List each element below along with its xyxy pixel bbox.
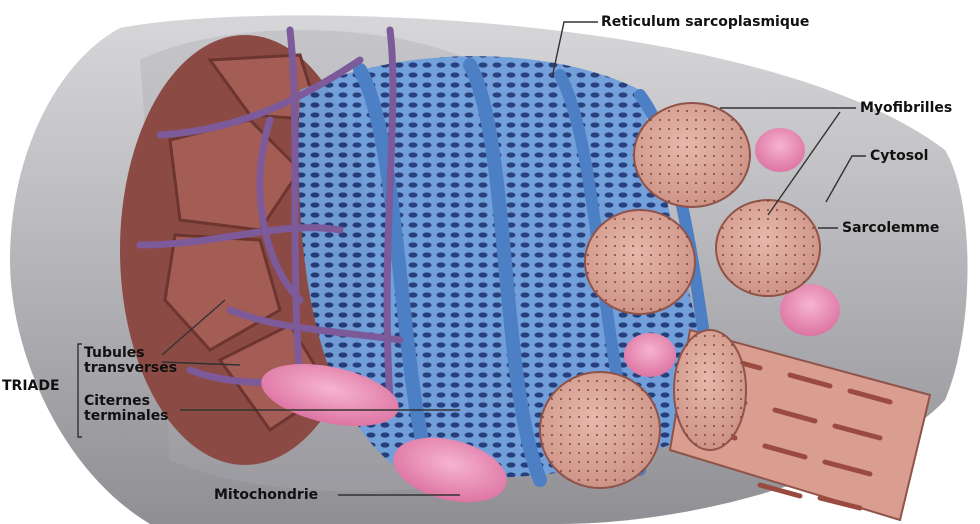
label-tubules-transverses: Tubules transverses — [84, 346, 177, 376]
label-cytosol: Cytosol — [870, 148, 928, 164]
label-sarcolemme: Sarcolemme — [842, 220, 939, 236]
myofibril — [634, 103, 750, 207]
label-reticulum: Reticulum sarcoplasmique — [601, 14, 809, 30]
label-tubules-line1: Tubules — [84, 346, 177, 361]
label-citernes-line2: terminales — [84, 409, 169, 424]
myofibril — [585, 210, 695, 314]
label-tubules-line2: transverses — [84, 361, 177, 376]
label-citernes-terminales: Citernes terminales — [84, 394, 169, 424]
myofibril — [540, 372, 660, 488]
label-citernes-line1: Citernes — [84, 394, 169, 409]
label-myofibrilles: Myofibrilles — [860, 100, 952, 116]
label-mitochondrie: Mitochondrie — [214, 487, 318, 503]
label-triade: TRIADE — [2, 378, 60, 394]
